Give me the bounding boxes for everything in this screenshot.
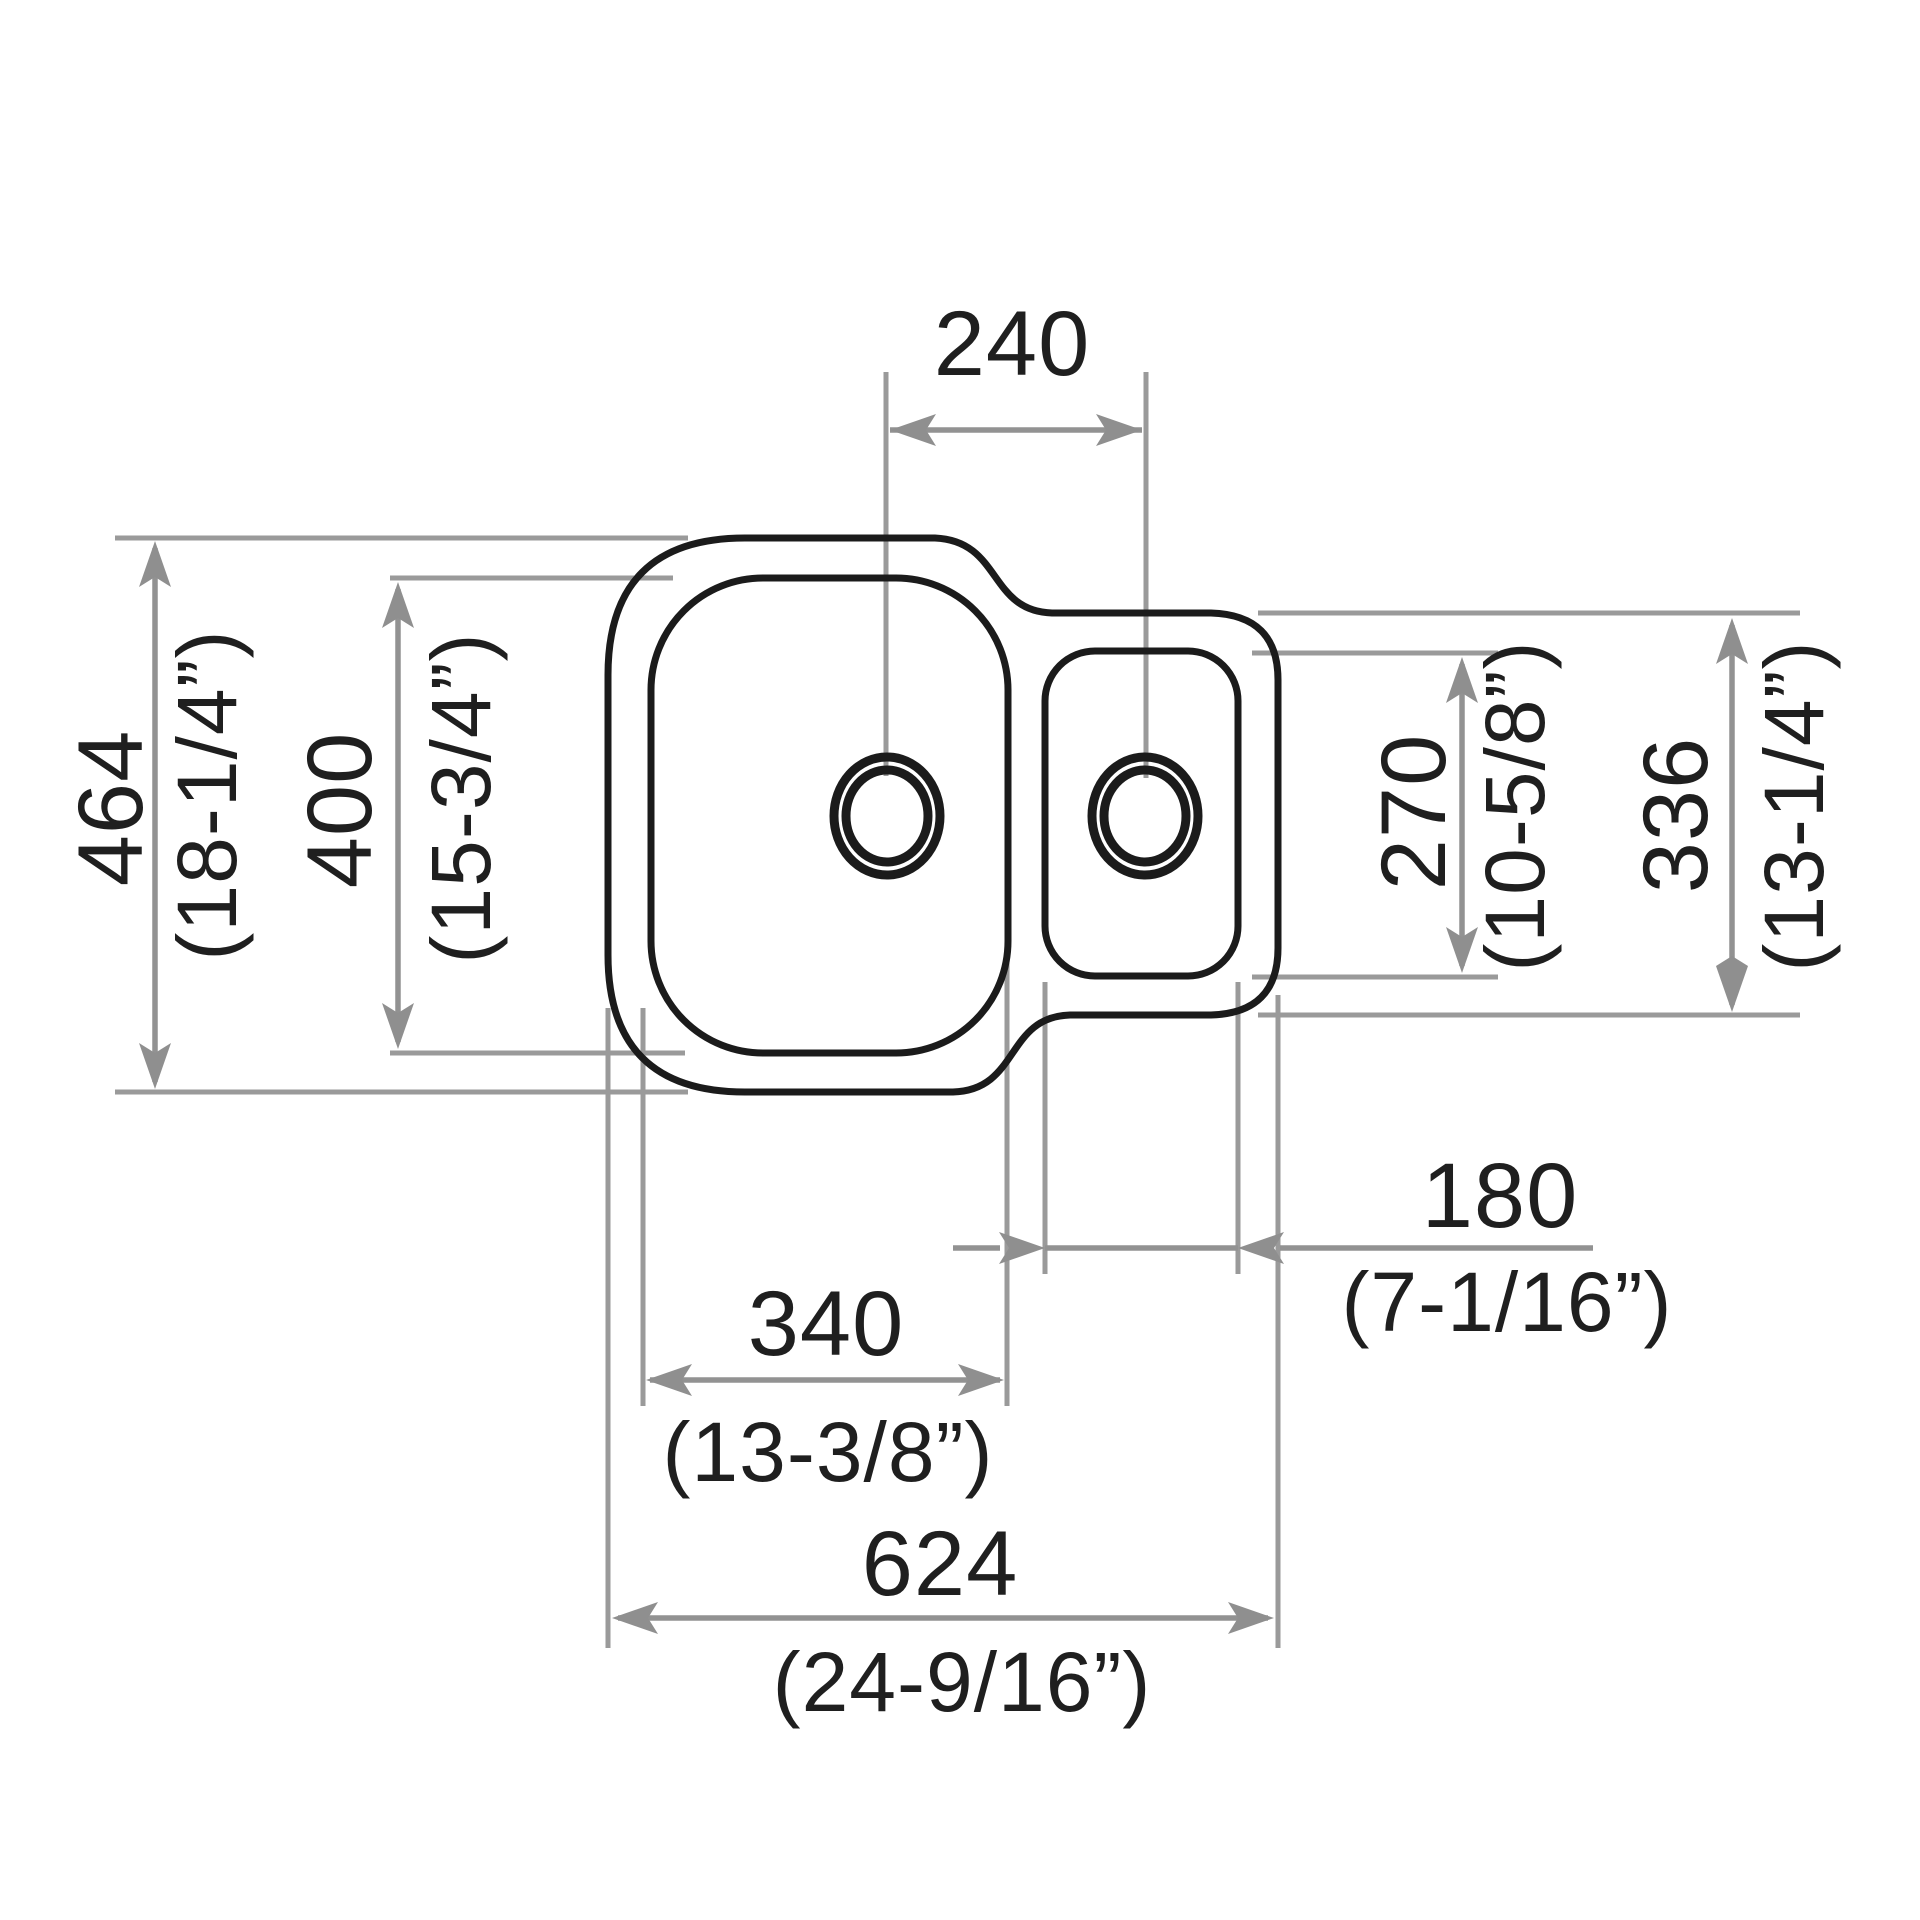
arrow-down-icon (139, 1043, 171, 1089)
arrow-right-icon (999, 1232, 1045, 1264)
label-right-section-depth-mm: 336 (1625, 737, 1727, 894)
label-small-bowl-width-mm: 180 (1422, 1145, 1579, 1247)
label-main-bowl-width-mm: 340 (748, 1273, 905, 1375)
arrow-up-icon (1446, 657, 1478, 703)
small-drain-outer-ring (1087, 752, 1203, 880)
main-drain-inner-ring (841, 765, 933, 867)
arrow-right-icon (958, 1364, 1004, 1396)
sink-outline (604, 534, 1282, 1096)
label-overall-depth-inch: (18-1/4”) (160, 629, 254, 960)
arrow-right-icon (1096, 414, 1142, 446)
arrow-left-icon (1238, 1232, 1284, 1264)
arrow-left-icon (890, 414, 936, 446)
arrow-up-icon (1716, 618, 1748, 664)
label-right-section-depth-inch: (13-1/4”) (1747, 640, 1841, 971)
main-bowl (647, 574, 1012, 1057)
label-main-bowl-depth-inch: (15-3/4”) (414, 632, 508, 963)
label-overall-depth-mm: 464 (60, 730, 162, 887)
label-main-bowl-width-inch: (13-3/8”) (662, 1405, 993, 1499)
small-drain-inner-ring (1099, 765, 1191, 867)
label-drain-spacing-mm: 240 (934, 293, 1091, 395)
arrow-right-icon (1228, 1602, 1274, 1634)
arrow-down-icon (1446, 927, 1478, 973)
arrow-up-icon (139, 541, 171, 587)
arrow-down-icon (1716, 956, 1748, 1012)
small-bowl (1041, 647, 1242, 980)
extension-lines (115, 372, 1800, 1648)
label-overall-width-inch: (24-9/16”) (773, 1635, 1152, 1729)
sink-outer-rim (604, 534, 1282, 1096)
arrow-down-icon (382, 1003, 414, 1049)
arrow-up-icon (382, 582, 414, 628)
label-overall-width-mm: 624 (862, 1513, 1019, 1615)
label-small-bowl-width-inch: (7-1/16”) (1341, 1255, 1672, 1349)
arrow-left-icon (612, 1602, 658, 1634)
label-main-bowl-depth-mm: 400 (289, 732, 391, 889)
arrow-left-icon (646, 1364, 692, 1396)
dimension-lines (139, 414, 1748, 1634)
label-small-bowl-depth-inch: (10-5/8”) (1468, 640, 1562, 971)
label-small-bowl-depth-mm: 270 (1363, 734, 1465, 891)
main-drain-outer-ring (829, 752, 945, 880)
dimension-labels: 240 464 (18-1/4”) 400 (15-3/4”) 270 (10-… (60, 293, 1841, 1729)
